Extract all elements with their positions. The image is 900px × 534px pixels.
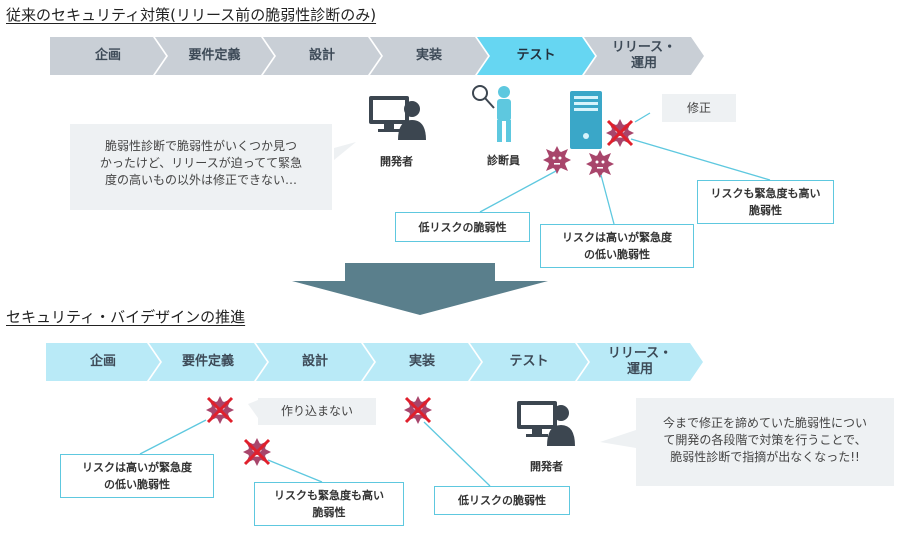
connector-low-risk	[479, 170, 557, 213]
down-arrow-icon	[292, 263, 548, 315]
s2-callout-high-risk-high-urgency: リスクも緊急度も高い 脆弱性	[254, 482, 404, 526]
developer-label: 開発者	[380, 155, 413, 168]
developer-icon	[369, 96, 426, 140]
fix-connector	[634, 112, 651, 123]
s2-stage-requirements: 要件定義	[149, 343, 267, 381]
s1-stage-requirements: 要件定義	[155, 37, 274, 75]
developer-icon-2	[517, 401, 575, 446]
s2-stage-planning: 企画	[46, 343, 160, 381]
connector-high-risk-low-urgency	[600, 174, 615, 225]
s1-stage-test: テスト	[477, 37, 595, 75]
not-built-in-bubble: 作り込まない	[258, 398, 376, 425]
speech-tail	[334, 142, 356, 160]
s1-stage-design: 設計	[263, 37, 381, 75]
server-icon	[570, 91, 602, 149]
s1-stage-implementation: 実装	[370, 37, 488, 75]
developer-speech-bubble-2: 今まで修正を諦めていた脆弱性につい て開発の各段階で対策を行うことで、 脆弱性診…	[636, 398, 894, 486]
developer-label-2: 開発者	[530, 460, 563, 473]
inspector-label: 診断員	[487, 154, 520, 167]
prevented-vulnerability-icon	[206, 396, 234, 424]
developer-speech-bubble: 脆弱性診断で脆弱性がいくつか見つ かったけど、リリースが迫ってて緊急 度の高いも…	[70, 124, 332, 210]
s2-stage-test: テスト	[470, 343, 588, 381]
s2-stage-release: リリース・ 運用	[577, 343, 703, 381]
fix-bubble: 修正	[662, 94, 736, 122]
s2-callout-high-risk-low-urgency: リスクは高いが緊急度 の低い脆弱性	[60, 454, 214, 498]
s1-stage-planning: 企画	[50, 37, 166, 75]
vulnerability-bug-icon	[543, 146, 571, 174]
s2-stage-design: 設計	[256, 343, 374, 381]
section1-title: 従来のセキュリティ対策(リリース前の脆弱性診断のみ)	[6, 6, 377, 24]
s2-callout-low-risk: 低リスクの脆弱性	[434, 486, 570, 515]
s1-callout-high-risk-high-urgency: リスクも緊急度も高い 脆弱性	[697, 180, 834, 224]
s1-callout-low-risk: 低リスクの脆弱性	[395, 212, 530, 242]
prevented-vulnerability-icon	[404, 396, 432, 424]
inspector-icon	[472, 85, 511, 142]
section2-title: セキュリティ・バイデザインの推進	[6, 308, 246, 326]
prevented-vulnerability-icon	[243, 438, 271, 466]
s1-stage-release: リリース・ 運用	[584, 37, 704, 75]
fixed-vulnerability-icon	[606, 119, 634, 147]
s2-stage-implementation: 実装	[363, 343, 481, 381]
s1-callout-high-risk-low-urgency: リスクは高いが緊急度 の低い脆弱性	[540, 224, 694, 268]
connector-high-risk-high-urgency	[630, 138, 771, 181]
vulnerability-bug-icon	[586, 150, 614, 178]
